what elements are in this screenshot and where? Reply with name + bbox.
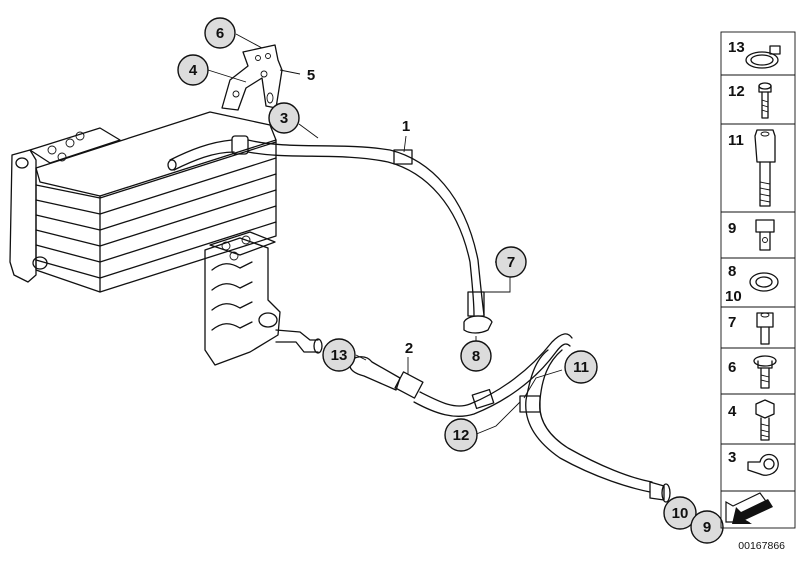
callout-13: 13 — [322, 338, 356, 372]
oil-line-2 — [349, 333, 671, 503]
svg-text:7: 7 — [507, 254, 515, 271]
legend-item-9: 9 — [728, 219, 775, 251]
parts-legend: 13 12 11 — [720, 31, 796, 529]
svg-text:5: 5 — [307, 67, 315, 84]
return-arrow-icon — [725, 492, 773, 524]
hollow-bolt-icon — [755, 219, 775, 251]
document-id: 00167866 — [738, 540, 785, 552]
bolt-icon — [758, 82, 772, 119]
legend-item-11: 11 — [728, 129, 776, 207]
svg-text:10: 10 — [672, 505, 689, 522]
callout-3: 3 — [268, 102, 300, 134]
svg-text:8: 8 — [728, 263, 736, 280]
callout-1: 1 — [402, 118, 410, 135]
callout-10: 10 — [663, 496, 697, 530]
svg-text:3: 3 — [280, 110, 288, 127]
bolt-icon — [755, 399, 775, 441]
callout-4: 4 — [177, 54, 209, 86]
oil-cooler-icon — [9, 111, 323, 366]
svg-text:13: 13 — [331, 347, 348, 364]
svg-text:13: 13 — [728, 39, 745, 56]
svg-text:9: 9 — [728, 220, 736, 237]
callout-9: 9 — [690, 510, 724, 544]
legend-item-8-10: 8 10 — [725, 263, 779, 305]
svg-text:1: 1 — [402, 118, 410, 135]
svg-text:6: 6 — [728, 359, 736, 376]
svg-text:11: 11 — [573, 359, 589, 376]
svg-text:10: 10 — [725, 288, 742, 305]
svg-text:12: 12 — [453, 427, 470, 444]
legend-item-3: 3 — [728, 449, 779, 476]
legend-item-4: 4 — [728, 399, 775, 441]
bolt-icon — [753, 355, 777, 389]
svg-text:6: 6 — [216, 25, 224, 42]
pipe-clip-icon — [747, 453, 779, 476]
callout-7: 7 — [495, 246, 527, 278]
washer-icon — [749, 272, 779, 292]
svg-text:9: 9 — [703, 519, 711, 536]
svg-text:4: 4 — [728, 403, 737, 420]
callout-12: 12 — [444, 418, 478, 452]
svg-text:12: 12 — [728, 83, 745, 100]
bolt-icon — [756, 312, 774, 345]
svg-text:7: 7 — [728, 314, 736, 331]
callout-8: 8 — [460, 340, 492, 372]
legend-item-12: 12 — [728, 82, 772, 119]
oil-line-1 — [167, 135, 493, 334]
svg-text:4: 4 — [189, 62, 198, 79]
hose-clamp-icon — [745, 45, 781, 69]
legend-item-13: 13 — [728, 39, 781, 69]
callout-2: 2 — [405, 340, 413, 357]
legend-item-7: 7 — [728, 312, 774, 345]
svg-text:2: 2 — [405, 340, 413, 357]
svg-text:8: 8 — [472, 348, 480, 365]
legend-item-6: 6 — [728, 355, 777, 389]
callout-5: 5 — [307, 67, 315, 84]
callout-11: 11 — [564, 350, 598, 384]
callout-6: 6 — [204, 17, 236, 49]
svg-text:3: 3 — [728, 449, 736, 466]
stud-bolt-icon — [754, 129, 776, 207]
svg-text:11: 11 — [728, 132, 744, 149]
bracket-icon — [221, 44, 283, 111]
